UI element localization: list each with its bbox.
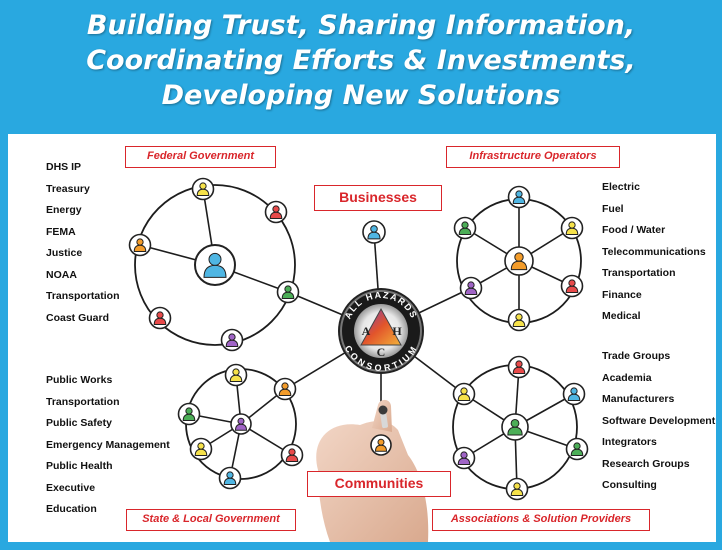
federal-cluster-ring <box>134 184 296 346</box>
state-person-icon <box>280 443 304 467</box>
state-local-list-item: Executive <box>46 481 96 494</box>
federal-person-icon <box>220 328 244 352</box>
infra-person-icon <box>453 216 477 240</box>
assoc-person-icon <box>505 477 529 501</box>
state-hub-person-icon <box>230 413 252 435</box>
assoc-person-icon <box>562 382 586 406</box>
assoc-person-icon <box>452 446 476 470</box>
ahc-logo: ALL HAZARDS CONSORTIUM A H C <box>338 288 424 374</box>
title-line-3: Developing New Solutions <box>161 80 561 111</box>
state-local-list-item: Emergency Management <box>46 438 170 451</box>
infrastructure-list-item: Food / Water <box>602 224 666 236</box>
state-local-list-item: Public Health <box>46 460 113 472</box>
assoc-person-icon <box>452 382 476 406</box>
businesses-person-icon <box>362 220 386 244</box>
logo-letter-a: A <box>362 324 371 338</box>
logo-letter-h: H <box>392 324 402 338</box>
state-person-icon <box>224 363 248 387</box>
infra-person-icon <box>560 216 584 240</box>
federal-list-item: Justice <box>46 247 83 259</box>
assoc-person-icon <box>565 437 589 461</box>
label-communities: Communities <box>307 471 451 497</box>
state-person-icon <box>189 437 213 461</box>
associations-list-item: Consulting <box>602 479 657 491</box>
label-infrastructure-operators: Infrastructure Operators <box>446 146 620 168</box>
state-local-list-item: Public Works <box>46 374 113 386</box>
federal-list-item: Coast Guard <box>46 311 110 324</box>
infra-hub-person-icon <box>504 246 534 276</box>
associations-list-item: Integrators <box>602 436 657 448</box>
infrastructure-list-item: Transportation <box>602 267 676 279</box>
state-local-list-item: Education <box>46 503 97 515</box>
federal-person-icon <box>191 177 215 201</box>
associations-list-item: Software Development <box>602 414 716 427</box>
state-local-list-item: Public Safety <box>46 417 112 429</box>
infra-person-icon <box>507 185 531 209</box>
label-federal-government: Federal Government <box>125 146 276 168</box>
federal-list-item: NOAA <box>46 268 77 281</box>
label-state-local-government: State & Local Government <box>126 509 296 531</box>
associations-list-item: Manufacturers <box>602 393 675 405</box>
federal-person-icon <box>148 306 172 330</box>
logo-letter-c: C <box>377 345 386 359</box>
state-person-icon <box>177 402 201 426</box>
federal-person-icon <box>264 200 288 224</box>
federal-person-icon <box>276 280 300 304</box>
state-person-icon <box>218 466 242 490</box>
associations-list-item: Trade Groups <box>602 350 671 362</box>
infrastructure-list-item: Electric <box>602 181 640 193</box>
federal-person-icon <box>128 233 152 257</box>
title-line-1: Building Trust, Sharing Information, <box>86 10 636 41</box>
infra-person-icon <box>560 274 584 298</box>
federal-list-item: DHS IP <box>46 161 82 173</box>
infrastructure-list-item: Finance <box>602 288 642 301</box>
title-line-2: Coordinating Efforts & Investments, <box>86 45 636 76</box>
associations-list-item: Academia <box>602 371 652 384</box>
slide-title: Building Trust, Sharing Information, Coo… <box>0 8 722 113</box>
infrastructure-list-item: Medical <box>602 310 641 322</box>
federal-list-item: FEMA <box>46 225 76 238</box>
associations-list-item: Research Groups <box>602 457 690 470</box>
state-local-list-item: Transportation <box>46 395 120 408</box>
infrastructure-list-item: Fuel <box>602 202 624 215</box>
federal-list-item: Energy <box>46 204 82 216</box>
label-associations-solution-providers: Associations & Solution Providers <box>432 509 650 531</box>
infrastructure-list-item: Telecommunications <box>602 245 706 258</box>
state-person-icon <box>273 377 297 401</box>
assoc-hub-person-icon <box>501 413 529 441</box>
label-businesses: Businesses <box>314 185 442 211</box>
assoc-person-icon <box>507 355 531 379</box>
federal-list-item: Treasury <box>46 182 90 195</box>
federal-list-item: Transportation <box>46 290 120 302</box>
infra-person-icon <box>459 276 483 300</box>
communities-person-icon <box>370 434 392 456</box>
infra-person-icon <box>507 308 531 332</box>
federal-hub-person-icon <box>194 244 236 286</box>
